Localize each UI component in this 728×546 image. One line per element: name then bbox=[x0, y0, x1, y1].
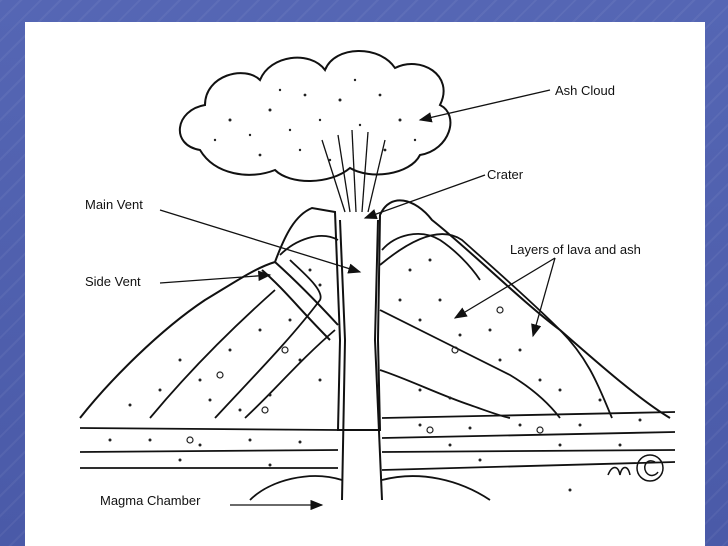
layers-label: Layers of lava and ash bbox=[510, 242, 641, 257]
diagram-panel bbox=[25, 22, 705, 546]
ground-strata bbox=[79, 411, 676, 471]
side-vent-shape bbox=[261, 261, 339, 341]
main-conduit bbox=[339, 219, 383, 501]
crater-label: Crater bbox=[487, 167, 524, 182]
leader-lines bbox=[159, 89, 556, 511]
layer-texture-dots bbox=[108, 258, 642, 492]
lava-ash-layers-right bbox=[379, 233, 613, 419]
magma-chamber-label: Magma Chamber bbox=[100, 493, 201, 508]
eruption-column bbox=[321, 129, 386, 213]
layer-texture-rings bbox=[186, 306, 544, 444]
ash-cloud-shape bbox=[179, 50, 452, 182]
ash-cloud-label: Ash Cloud bbox=[555, 83, 615, 98]
magma-chamber-shape bbox=[249, 475, 491, 501]
artist-signature bbox=[607, 454, 664, 482]
ash-cloud-dots bbox=[213, 78, 417, 162]
lava-ash-layers-left bbox=[149, 235, 339, 419]
main-vent-label: Main Vent bbox=[85, 197, 143, 212]
side-vent-label: Side Vent bbox=[85, 274, 141, 289]
